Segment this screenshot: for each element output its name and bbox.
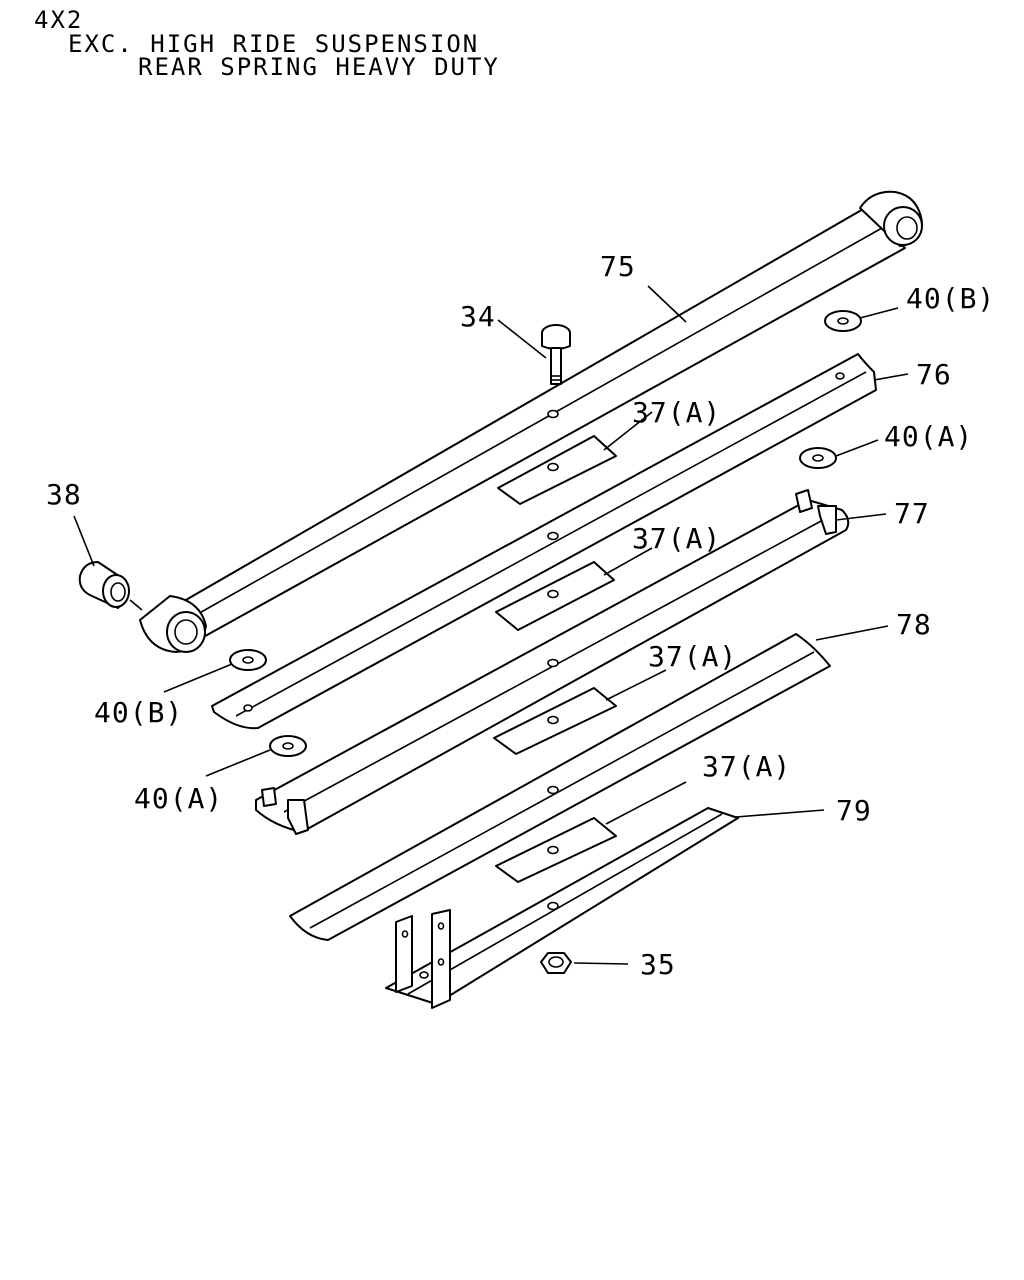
callout-78: 78 bbox=[896, 608, 932, 641]
header-line-1: 4X2 bbox=[34, 6, 83, 34]
main-leaf-75 bbox=[139, 190, 923, 653]
callout-75: 75 bbox=[600, 250, 636, 283]
header-line-3: REAR SPRING HEAVY DUTY bbox=[138, 53, 500, 81]
pad-37a-4 bbox=[495, 817, 617, 883]
washer-40b-left bbox=[229, 649, 267, 671]
center-bolt-34 bbox=[541, 324, 571, 385]
callout-40a-top: 40(A) bbox=[884, 420, 973, 453]
washer-40b-top bbox=[824, 310, 862, 332]
callout-38: 38 bbox=[46, 478, 82, 511]
leader-lines bbox=[73, 285, 909, 965]
callout-40b-top: 40(B) bbox=[906, 282, 995, 315]
pad-37a-2 bbox=[495, 561, 615, 631]
callout-37a-2: 37(A) bbox=[632, 522, 721, 555]
callout-79: 79 bbox=[836, 794, 872, 827]
callout-37a-4: 37(A) bbox=[702, 750, 791, 783]
callout-76: 76 bbox=[916, 358, 952, 391]
header-line-2: EXC. HIGH RIDE SUSPENSION bbox=[68, 30, 479, 58]
pad-37a-3 bbox=[493, 687, 617, 755]
plate-79 bbox=[385, 807, 739, 1009]
washer-40a-left bbox=[269, 735, 307, 757]
bushing-38 bbox=[78, 561, 143, 611]
diagram-header: 4X2 EXC. HIGH RIDE SUSPENSION REAR SPRIN… bbox=[34, 6, 500, 81]
callout-labels: 75 34 40(B) 76 37(A) 40(A) 38 37(A) 77 7… bbox=[46, 250, 995, 981]
callout-40a-left: 40(A) bbox=[134, 782, 223, 815]
leaf-76 bbox=[211, 353, 877, 730]
pad-37a-1 bbox=[497, 435, 617, 505]
callout-35: 35 bbox=[640, 948, 676, 981]
callout-34: 34 bbox=[460, 300, 496, 333]
nut-35 bbox=[540, 952, 572, 974]
callout-40b-left: 40(B) bbox=[94, 696, 183, 729]
leaf-78 bbox=[289, 633, 831, 941]
callout-77: 77 bbox=[894, 497, 930, 530]
leaf-77 bbox=[255, 489, 850, 835]
callout-37a-1: 37(A) bbox=[632, 396, 721, 429]
washer-40a-top bbox=[799, 447, 837, 469]
callout-37a-3: 37(A) bbox=[648, 640, 737, 673]
